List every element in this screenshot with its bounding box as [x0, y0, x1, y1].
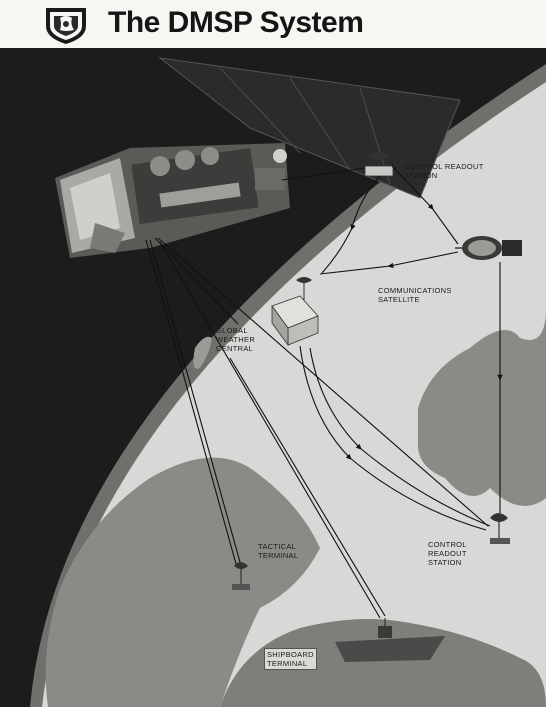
dmsp-satellite-icon [55, 143, 290, 258]
control-readout-bottom-antenna-icon [490, 513, 510, 544]
label-tactical-terminal: TACTICAL TERMINAL [258, 542, 299, 560]
ship-icon [335, 618, 445, 662]
land-mass-right [418, 308, 546, 506]
tactical-terminal-antenna-icon [232, 562, 250, 590]
link-gwc-to-control-bottom-path-2 [299, 345, 487, 531]
link-satellite-to-ship [159, 241, 381, 619]
link-gwc-to-control-bottom-path [309, 347, 491, 527]
link-satellite-to-tactical [149, 239, 241, 563]
link-commsat-to-gwc [319, 251, 459, 275]
page-title: The DMSP System [108, 6, 364, 39]
link-satellite-to-gwc [154, 237, 239, 325]
link-satellite-to-control-bottom [157, 237, 489, 527]
control-readout-top-antenna-icon [364, 151, 394, 177]
island-peninsula [193, 336, 212, 369]
land-mass-bottom [220, 619, 546, 707]
label-control-readout-station-bottom: CONTROL READOUT STATION [428, 540, 467, 567]
label-communications-satellite: COMMUNICATIONS SATELLITE [378, 286, 452, 304]
link-satellite-to-tactical-2 [145, 239, 237, 565]
link-gwc-to-ship [229, 357, 386, 617]
label-control-readout-station-top: CONTROL READOUT STATION [404, 162, 484, 180]
communications-satellite-icon [455, 236, 522, 260]
label-shipboard-terminal: SHIPBOARD TERMINAL [264, 648, 317, 670]
global-weather-central-building-icon [271, 277, 319, 347]
label-global-weather-central: GLOBAL WEATHER CENTRAL [216, 326, 256, 353]
header: The DMSP System [0, 0, 546, 48]
air-force-shield-emblem-icon [46, 8, 86, 44]
link-control-top-to-commsat [391, 165, 459, 245]
diagram-illustration [0, 48, 546, 707]
communication-links [145, 165, 503, 619]
link-satellite-to-control-top [281, 167, 365, 181]
link-control-top-to-gwc-path [321, 175, 381, 274]
land-mass-left [45, 457, 320, 707]
solar-panel [158, 57, 461, 199]
